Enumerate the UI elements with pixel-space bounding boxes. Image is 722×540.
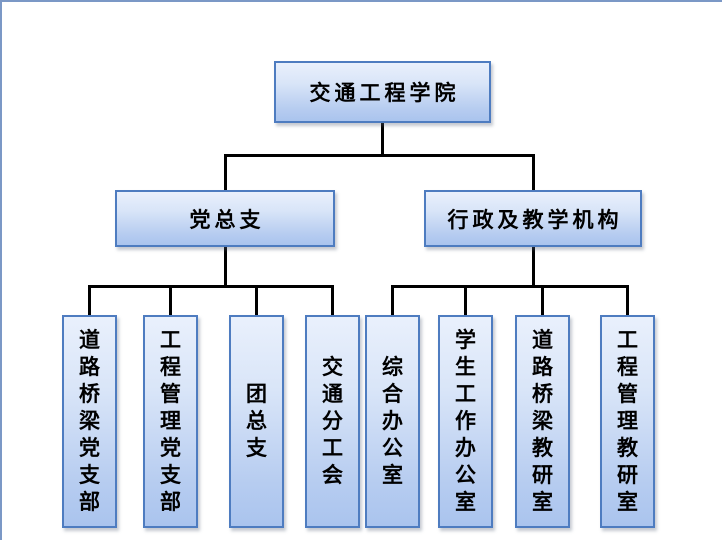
- org-node-leaf: 团总支: [229, 315, 284, 528]
- connector-right-group-crossbar: [391, 285, 629, 288]
- connector-leaf-drop: [391, 285, 394, 315]
- org-node-branch-party: 党总支: [115, 190, 335, 247]
- org-node-leaf-label: 交通分工会: [322, 356, 343, 487]
- org-node-leaf: 工程管理党支部: [143, 315, 198, 528]
- connector-leaf-drop: [541, 285, 544, 315]
- org-node-leaf-label: 团总支: [246, 383, 267, 460]
- org-node-leaf-label: 综合办公室: [382, 356, 403, 487]
- org-node-leaf: 工程管理教研室: [600, 315, 655, 528]
- connector-root-stem: [381, 123, 384, 154]
- connector-leaf-drop: [331, 285, 334, 315]
- org-node-leaf-label: 工程管理党支部: [160, 329, 181, 514]
- org-node-leaf: 交通分工会: [305, 315, 360, 528]
- org-node-leaf: 学生工作办公室: [438, 315, 493, 528]
- connector-branch-left-drop: [224, 154, 227, 190]
- connector-branch-left-stem: [224, 247, 227, 285]
- connector-leaf-drop: [169, 285, 172, 315]
- org-node-leaf-label: 学生工作办公室: [455, 329, 476, 514]
- org-node-leaf-label: 工程管理教研室: [617, 329, 638, 514]
- org-node-leaf-label: 道路桥梁党支部: [79, 329, 100, 514]
- org-node-branch-label: 党总支: [189, 208, 265, 232]
- connector-leaf-drop: [626, 285, 629, 315]
- org-node-leaf: 综合办公室: [365, 315, 420, 528]
- connector-branch-right-stem: [532, 247, 535, 285]
- connector-leaf-drop: [255, 285, 258, 315]
- connector-leaf-drop: [464, 285, 467, 315]
- connector-level1-crossbar: [224, 154, 535, 157]
- org-node-root-label: 交通工程学院: [309, 82, 460, 105]
- org-node-branch-admin: 行政及教学机构: [424, 190, 642, 247]
- connector-branch-right-drop: [532, 154, 535, 190]
- connector-leaf-drop: [88, 285, 91, 315]
- org-node-leaf: 道路桥梁教研室: [515, 315, 570, 528]
- org-node-branch-label: 行政及教学机构: [447, 208, 623, 232]
- org-node-leaf: 道路桥梁党支部: [62, 315, 117, 528]
- org-node-root: 交通工程学院: [274, 61, 491, 123]
- org-node-leaf-label: 道路桥梁教研室: [532, 329, 553, 514]
- connector-left-group-crossbar: [88, 285, 334, 288]
